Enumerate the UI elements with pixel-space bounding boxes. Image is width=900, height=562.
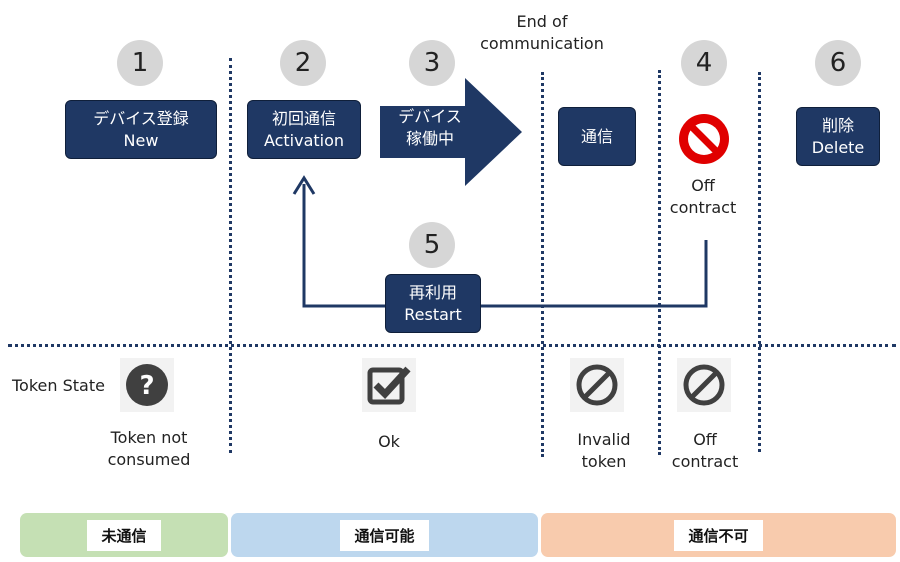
prohibited-icon xyxy=(683,364,725,406)
step-5-circle: 5 xyxy=(409,222,455,268)
band-not-communicated: 未通信 xyxy=(20,513,228,557)
token-ok-label: Ok xyxy=(378,432,400,451)
band-label: 通信不可 xyxy=(674,519,763,551)
restart-box: 再利用 Restart xyxy=(385,274,481,333)
token-off-contract-iconbox xyxy=(677,358,731,412)
activation-box: 初回通信 Activation xyxy=(247,100,361,159)
separator-1 xyxy=(229,58,232,453)
off-contract-top-label: Off contract xyxy=(669,176,737,217)
delete-box: 削除 Delete xyxy=(796,107,880,166)
band-not-communicable: 通信不可 xyxy=(541,513,896,557)
operating-arrow xyxy=(380,78,522,186)
stop-icon xyxy=(679,114,729,164)
token-ok-iconbox xyxy=(362,358,416,412)
token-not-consumed-iconbox: ? xyxy=(120,358,174,412)
step-3-circle: 3 xyxy=(409,40,455,86)
step-2-circle: 2 xyxy=(280,40,326,86)
band-communicable: 通信可能 xyxy=(231,513,538,557)
question-icon: ? xyxy=(126,364,168,406)
communication-box: 通信 xyxy=(558,107,636,166)
token-not-consumed-label: Token not consumed xyxy=(107,428,191,469)
new-box: デバイス登録 New xyxy=(65,100,217,159)
step-6-circle: 6 xyxy=(815,40,861,86)
step-1-circle: 1 xyxy=(117,40,163,86)
horizontal-separator xyxy=(8,344,896,347)
separator-3 xyxy=(658,70,661,455)
token-state-label: Token State xyxy=(12,376,105,395)
end-of-communication-label: End of communication xyxy=(480,12,604,53)
band-label: 未通信 xyxy=(87,519,161,551)
svg-text:?: ? xyxy=(139,371,154,401)
checkbox-check-icon xyxy=(367,366,411,405)
operating-label: デバイス 稼働中 xyxy=(398,107,462,148)
step-4-circle: 4 xyxy=(681,40,727,86)
separator-2 xyxy=(541,72,544,457)
token-invalid-label: Invalid token xyxy=(577,430,631,471)
token-invalid-iconbox xyxy=(570,358,624,412)
separator-4 xyxy=(758,72,761,452)
token-off-contract-label: Off contract xyxy=(671,430,739,471)
prohibited-icon xyxy=(576,364,618,406)
band-label: 通信可能 xyxy=(340,519,429,551)
